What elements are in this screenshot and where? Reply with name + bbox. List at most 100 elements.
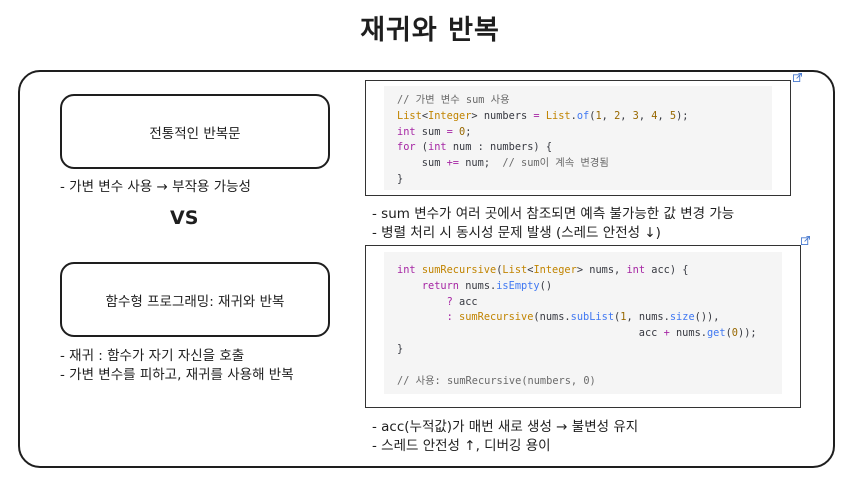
code-token: sum — [397, 157, 447, 170]
code-token: , nums. — [626, 311, 670, 324]
loop-notes: - sum 변수가 여러 곳에서 참조되면 예측 불가능한 값 변경 가능 - … — [372, 205, 734, 243]
code-token: int — [397, 264, 416, 276]
code-line: int sum = 0; — [397, 125, 689, 141]
code-line: // 가변 변수 sum 사용 — [397, 93, 689, 109]
code-token: ( — [614, 311, 621, 324]
code-token: ( — [415, 141, 429, 154]
recursive-code-block: int sumRecursive(List<Integer> nums, int… — [365, 245, 801, 408]
external-link-icon[interactable] — [793, 73, 802, 82]
external-link-icon[interactable] — [801, 236, 810, 245]
code-line: List<Integer> numbers = List.of(1, 2, 3,… — [397, 109, 689, 125]
code-token: : — [446, 311, 453, 324]
code-token: > numbers — [471, 109, 534, 122]
imperative-note: - 가변 변수 사용 → 부작용 가능성 — [60, 179, 251, 195]
code-token: List — [545, 109, 571, 122]
code-token: Integer — [428, 109, 472, 122]
code-token: 4 — [651, 109, 658, 122]
code-line — [397, 358, 757, 374]
code-token: )); — [738, 327, 757, 340]
loop-code: // 가변 변수 sum 사용 List<Integer> numbers = L… — [397, 93, 689, 188]
code-token: 5 — [669, 109, 677, 122]
page-title: 재귀와 반복 — [360, 15, 500, 46]
code-token: subList — [570, 311, 615, 324]
code-token: 3 — [632, 109, 639, 122]
code-token: 1 — [595, 109, 602, 122]
code-token: get — [706, 327, 726, 340]
code-token: isEmpty — [496, 279, 540, 292]
code-token: ); — [676, 109, 689, 122]
loop-note-1: - sum 변수가 여러 곳에서 참조되면 예측 불가능한 값 변경 가능 — [372, 206, 735, 222]
code-token: for — [397, 141, 416, 154]
code-token: , — [657, 109, 670, 122]
code-token: () — [539, 279, 553, 292]
code-token: int — [626, 264, 646, 276]
code-token: = — [533, 109, 540, 122]
code-line: for (int num : numbers) { — [397, 140, 689, 156]
code-token: acc) { — [645, 264, 689, 276]
code-line: : sumRecursive(nums.subList(1, nums.size… — [397, 310, 757, 326]
code-line: // 사용: sumRecursive(numbers, 0) — [397, 374, 757, 390]
code-token — [397, 280, 422, 292]
code-token: > nums, — [576, 264, 627, 276]
code-token: nums. — [669, 327, 707, 340]
code-token: ? — [446, 295, 453, 308]
code-token: , — [620, 109, 633, 122]
code-token: < — [527, 264, 534, 276]
code-line: ? acc — [397, 295, 757, 311]
code-token: } — [397, 172, 404, 185]
code-line: } — [397, 172, 689, 188]
code-token: , — [638, 109, 652, 122]
vs-label: VS — [170, 207, 199, 229]
imperative-loop-label: 전통적인 반복문 — [149, 125, 241, 142]
functional-note-2: - 가변 변수를 피하고, 재귀를 사용해 반복 — [60, 367, 294, 383]
code-token: } — [397, 342, 404, 355]
code-token: ( — [589, 109, 596, 122]
functional-box: 함수형 프로그래밍: 재귀와 반복 — [60, 262, 330, 337]
code-token: 1 — [620, 311, 627, 324]
code-token: + — [663, 327, 670, 340]
functional-label: 함수형 프로그래밍: 재귀와 반복 — [105, 293, 285, 310]
code-token: sumRecursive — [459, 311, 534, 324]
code-token: ( — [725, 327, 732, 340]
code-token: sum — [415, 125, 447, 138]
code-token: 0 — [731, 327, 738, 340]
code-token: nums. — [459, 279, 497, 292]
code-line: acc + nums.get(0)); — [397, 326, 757, 342]
code-token: num : numbers) { — [446, 141, 553, 154]
imperative-notes: - 가변 변수 사용 → 부작용 가능성 — [60, 178, 251, 197]
code-token: Integer — [533, 264, 577, 276]
code-token: // 사용: sumRecursive(numbers, 0) — [397, 374, 596, 387]
code-token: += — [446, 157, 460, 170]
recursive-note-2: - 스레드 안전성 ↑, 디버깅 용이 — [372, 438, 551, 454]
code-token: num; — [459, 157, 503, 170]
code-token: 0 — [459, 125, 466, 138]
code-token: ( — [496, 264, 503, 276]
code-token — [397, 296, 447, 308]
loop-note-2: - 병렬 처리 시 동시성 문제 발생 (스레드 안전성 ↓) — [372, 225, 661, 241]
code-token: List — [397, 109, 422, 122]
code-line: int sumRecursive(List<Integer> nums, int… — [397, 263, 757, 279]
code-line: return nums.isEmpty() — [397, 279, 757, 295]
code-token: acc — [452, 295, 478, 308]
loop-code-block: // 가변 변수 sum 사용 List<Integer> numbers = L… — [365, 80, 791, 196]
recursive-note-1: - acc(누적값)가 매번 새로 생성 → 불변성 유지 — [372, 419, 639, 435]
functional-note-1: - 재귀 : 함수가 자기 자신을 호출 — [60, 348, 245, 364]
code-line: sum += num; // sum이 계속 변경됨 — [397, 156, 689, 172]
code-token: int — [397, 125, 416, 138]
imperative-loop-box: 전통적인 반복문 — [60, 94, 330, 169]
code-token: size — [669, 311, 695, 324]
code-line: } — [397, 342, 757, 358]
code-token: of — [576, 109, 590, 122]
recursive-code: int sumRecursive(List<Integer> nums, int… — [397, 263, 757, 389]
code-token: ; — [465, 125, 472, 138]
code-token: List — [502, 264, 528, 276]
main-frame — [18, 70, 835, 468]
code-token: int — [428, 141, 447, 154]
code-token: return — [421, 279, 460, 292]
code-token: // 가변 변수 sum 사용 — [397, 94, 510, 106]
code-token: , — [601, 109, 615, 122]
code-token: = — [446, 125, 453, 138]
code-token: 2 — [614, 109, 621, 122]
functional-notes: - 재귀 : 함수가 자기 자신을 호출 - 가변 변수를 피하고, 재귀를 사… — [60, 347, 294, 385]
code-token — [397, 311, 447, 323]
